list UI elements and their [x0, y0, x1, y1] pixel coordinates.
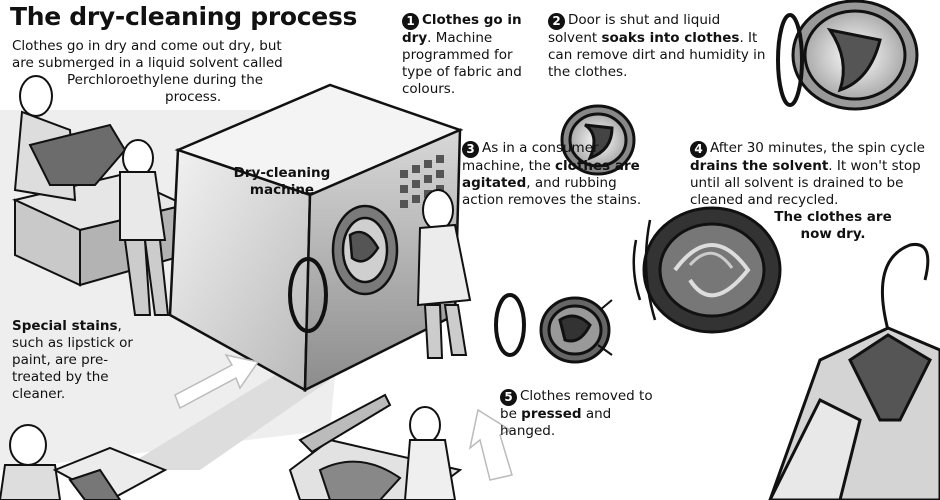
- step-text: Clothes removed to be: [500, 388, 653, 422]
- porthole-step4: [632, 206, 782, 334]
- step-text: As in a consumer machine, the: [462, 140, 599, 174]
- pretreat-scene: [0, 424, 168, 500]
- step-text: , and rubbing action removes the stains.: [462, 175, 642, 208]
- special-text: , such as lipstick or paint, are pre-tre…: [12, 318, 133, 402]
- porthole-step5: [494, 293, 613, 364]
- dry-cleaning-machine: [168, 83, 464, 393]
- step-bold: drains the solvent: [690, 158, 829, 174]
- step-number: 3: [462, 141, 479, 158]
- step-text: . It can remove dirt and humidity in the…: [548, 30, 766, 80]
- page-title: The dry-cleaning process: [10, 2, 358, 31]
- arrow-shadow: [120, 360, 330, 470]
- porthole-step2: [776, 0, 919, 111]
- intro-line: are submerged in a liquid solvent called: [12, 55, 283, 71]
- step-bold: soaks into clothes: [601, 30, 740, 46]
- step-text: After 30 minutes, the spin cycle: [710, 140, 925, 156]
- intro-line: Perchloroethylene during the: [67, 72, 264, 88]
- machine-label-line: Dry-cleaning: [233, 165, 331, 181]
- special-bold: Special stains: [12, 318, 118, 334]
- step-bold: pressed: [521, 406, 582, 422]
- step-bold: clothes are agitated: [462, 158, 640, 191]
- machine-label: Dry-cleaning machine: [218, 165, 346, 199]
- step-text: Door is shut and liquid solvent: [548, 12, 721, 46]
- step-number: 5: [500, 389, 517, 406]
- operator-figure: [416, 189, 472, 359]
- pressing-scene: [288, 393, 463, 500]
- step-text: . It won't stop until all solvent is dra…: [690, 158, 921, 208]
- step-text: and hanged.: [500, 406, 612, 439]
- step-number: 1: [402, 13, 419, 30]
- special-stains-note: Special stains, such as lipstick or pain…: [12, 318, 142, 403]
- intro-line: process.: [165, 89, 222, 105]
- clerk-figure: [13, 75, 127, 202]
- intro-text: Clothes go in dry and come out dry, but …: [12, 38, 342, 106]
- step-bold: Clothes go in dry: [402, 12, 522, 46]
- arrow-icon: [174, 353, 260, 410]
- intro-line: Clothes go in dry and come out dry, but: [12, 38, 282, 54]
- step-text: . Machine programmed for type of fabric …: [402, 30, 522, 97]
- customer-figure: [119, 139, 170, 316]
- machine-label-line: machine: [249, 182, 315, 198]
- hanger-jacket: [768, 242, 940, 500]
- step-number: 2: [548, 13, 565, 30]
- step-number: 4: [690, 141, 707, 158]
- arrow-icon-lower: [468, 408, 513, 481]
- porthole-step3: [560, 104, 636, 176]
- step-final: The clothes are now dry.: [774, 209, 892, 242]
